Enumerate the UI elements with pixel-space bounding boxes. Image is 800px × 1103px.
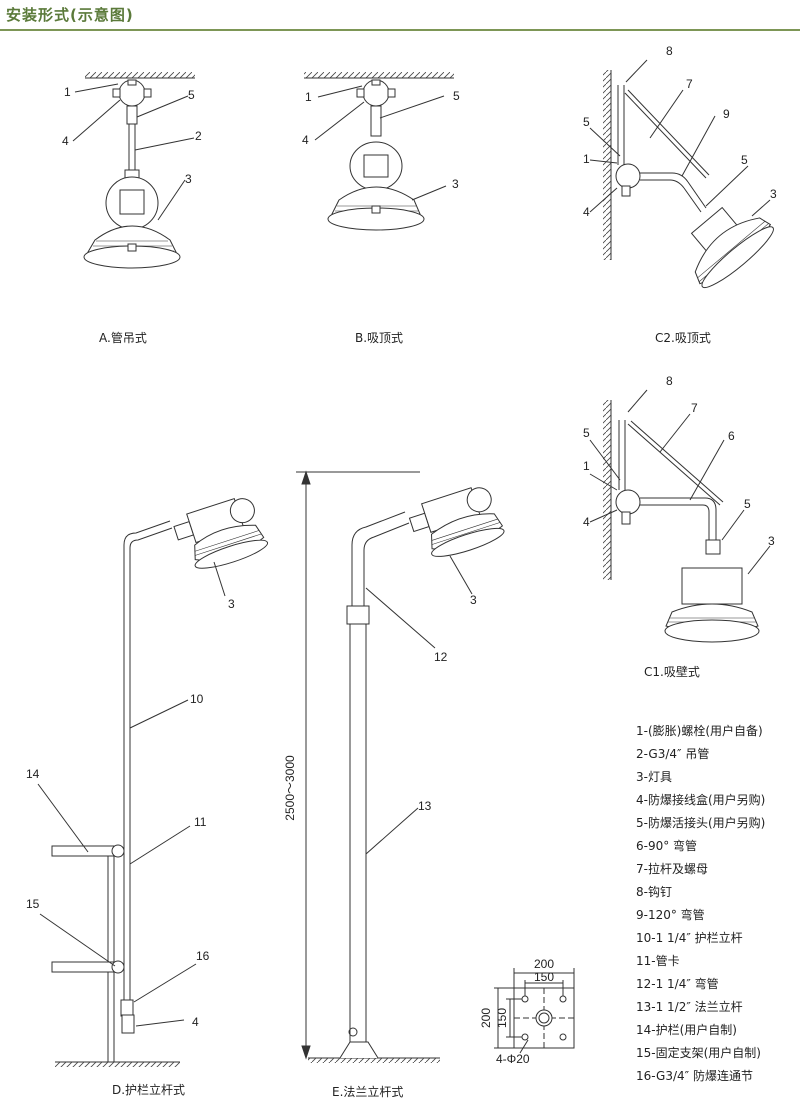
callout-a-4: 4 [62, 134, 69, 148]
callout-b-4: 4 [302, 133, 309, 147]
callout-b-3: 3 [452, 177, 459, 191]
dimension-flange-height-inner: 150 [495, 1008, 509, 1028]
callout-c2-5a: 5 [583, 115, 590, 129]
figure-e-flange-pole [296, 470, 505, 1063]
callout-c1-8: 8 [666, 374, 673, 388]
flange-detail [494, 968, 575, 1054]
callout-a-5: 5 [188, 88, 195, 102]
callout-c2-4: 4 [583, 205, 590, 219]
figure-d-guardrail-pole [37, 497, 269, 1067]
dimension-flange-width-outer: 200 [534, 957, 554, 971]
legend-item: 4-防爆接线盒(用户另购) [636, 793, 766, 807]
callout-c2-1: 1 [583, 152, 590, 166]
dimension-flange-height-outer: 200 [479, 1008, 493, 1028]
dimension-height-range: 2500～3000 [283, 755, 297, 821]
caption-c1: C1.吸壁式 [644, 665, 700, 679]
legend-item: 8-钩钉 [636, 885, 672, 899]
callout-b-5: 5 [453, 89, 460, 103]
legend-item: 9-120° 弯管 [636, 908, 705, 922]
callout-c1-5a: 5 [583, 426, 590, 440]
figure-a-pipe-pendant [72, 72, 195, 269]
callout-c1-3: 3 [768, 534, 775, 548]
callout-a-1: 1 [64, 85, 71, 99]
callout-c1-5b: 5 [744, 497, 751, 511]
legend-item: 5-防爆活接头(用户另购) [636, 816, 766, 830]
callout-e-12: 12 [434, 650, 448, 664]
caption-a: A.管吊式 [99, 331, 147, 345]
caption-d: D.护栏立杆式 [112, 1083, 186, 1097]
legend-item: 1-(膨胀)螺栓(用户自备) [636, 724, 763, 738]
callout-d-16: 16 [196, 949, 210, 963]
page-title: 安装形式(示意图) [6, 6, 134, 24]
callout-d-15: 15 [26, 897, 40, 911]
callout-a-2: 2 [195, 129, 202, 143]
callout-d-10: 10 [190, 692, 204, 706]
legend-item: 14-护栏(用户自制) [636, 1023, 737, 1037]
callout-c1-7: 7 [691, 401, 698, 415]
legend-item: 10-1 1/4″ 护栏立杆 [636, 931, 743, 945]
parts-legend: 1-(膨胀)螺栓(用户自备) 2-G3/4″ 吊管 3-灯具 4-防爆接线盒(用… [636, 720, 796, 1088]
title-divider [0, 29, 800, 31]
dimension-flange-width-inner: 150 [534, 970, 554, 984]
callout-d-14: 14 [26, 767, 40, 781]
callout-d-3: 3 [228, 597, 235, 611]
legend-item: 15-固定支架(用户自制) [636, 1046, 761, 1060]
caption-c2: C2.吸顶式 [655, 331, 711, 345]
legend-item: 16-G3/4″ 防爆连通节 [636, 1069, 753, 1083]
callout-c2-9: 9 [723, 107, 730, 121]
callout-d-4: 4 [192, 1015, 199, 1029]
legend-item: 6-90° 弯管 [636, 839, 698, 853]
dimension-bolt-holes: 4-Φ20 [496, 1052, 530, 1066]
figure-c2-wall-angled [589, 59, 774, 289]
legend-item: 12-1 1/4″ 弯管 [636, 977, 719, 991]
callout-c1-4: 4 [583, 515, 590, 529]
callout-c2-7: 7 [686, 77, 693, 91]
legend-item: 3-灯具 [636, 770, 672, 784]
legend-item: 2-G3/4″ 吊管 [636, 747, 710, 761]
callout-c2-5b: 5 [741, 153, 748, 167]
figure-c1-wall [589, 389, 771, 643]
callout-e-13: 13 [418, 799, 432, 813]
legend-item: 13-1 1/2″ 法兰立杆 [636, 1000, 743, 1014]
callout-c2-3: 3 [770, 187, 777, 201]
callout-labels: 1 4 5 2 3 1 4 5 3 8 7 9 5 1 5 3 4 8 7 5 … [26, 44, 777, 1066]
callout-d-11: 11 [194, 815, 207, 829]
callout-c1-6: 6 [728, 429, 735, 443]
figure-b-ceiling [304, 72, 454, 231]
callout-e-3: 3 [470, 593, 477, 607]
callout-c1-1: 1 [583, 459, 590, 473]
callout-a-3: 3 [185, 172, 192, 186]
legend-item: 7-拉杆及螺母 [636, 862, 708, 876]
callout-c2-8: 8 [666, 44, 673, 58]
callout-b-1: 1 [305, 90, 312, 104]
caption-b: B.吸顶式 [355, 331, 404, 345]
header: 安装形式(示意图) [0, 0, 800, 34]
legend-item: 11-管卡 [636, 954, 680, 968]
caption-e: E.法兰立杆式 [332, 1085, 404, 1099]
